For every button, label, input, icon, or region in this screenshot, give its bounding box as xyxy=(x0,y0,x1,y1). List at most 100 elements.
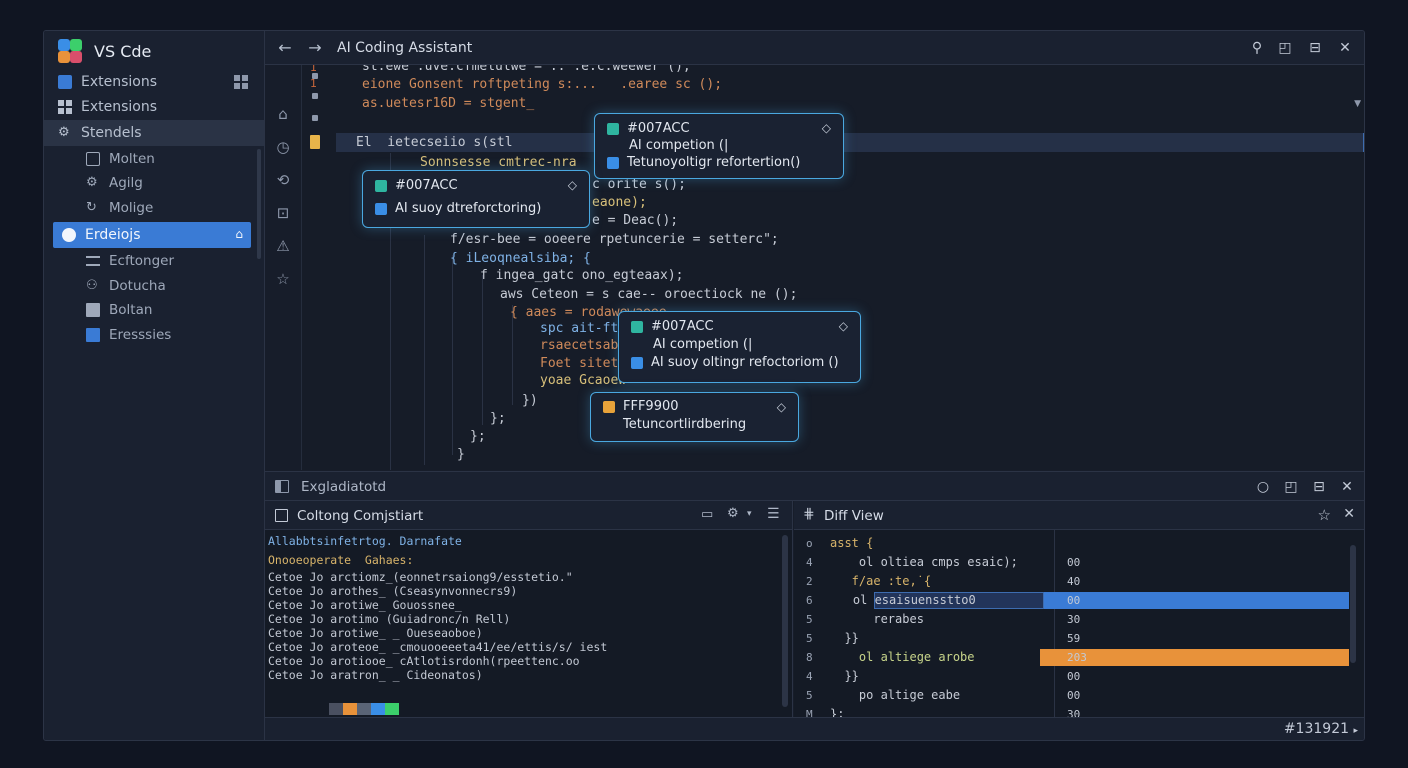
code-line: e = Deac(); xyxy=(592,213,679,228)
breakpoint-icon[interactable] xyxy=(310,135,320,149)
sidebar-item-molige[interactable]: ↻ Molige xyxy=(86,200,154,216)
swatch xyxy=(371,703,385,715)
console-line: Cetoe Jo aroteoe_ _cmouooeeeta41/ee/etti… xyxy=(268,640,608,654)
panel-icon xyxy=(275,480,289,493)
diff-value: 59 xyxy=(1067,632,1081,645)
suggestion-icon xyxy=(631,320,643,333)
code-line: } xyxy=(457,447,465,462)
sidebar-item-erdeiojs[interactable]: Erdeiojs ⌂ xyxy=(53,222,251,248)
minimize-icon[interactable]: ⊟ xyxy=(1309,40,1321,56)
diff-scrollbar[interactable] xyxy=(1350,545,1356,663)
code-line: c orite s(); xyxy=(592,177,686,192)
layout-icon[interactable]: ◰ xyxy=(1284,479,1298,495)
console-line: Cetoe Jo arctiomz_(eonnetrsaiong9/esstet… xyxy=(268,570,573,584)
terminal-icon[interactable]: ⊡ xyxy=(276,204,290,222)
forward-arrow-icon[interactable]: → xyxy=(308,38,322,57)
code-line: as.uetesr16D = stgent_ xyxy=(362,96,535,111)
sidebar-item-molten[interactable]: Molten xyxy=(44,146,264,172)
source-control-icon[interactable]: ⟲ xyxy=(276,171,290,189)
sidebar-item-extensions-2[interactable]: Extensions xyxy=(44,94,264,120)
code-line: Sonnsesse cmtrec-nra xyxy=(420,155,577,170)
diff-value: 00 xyxy=(1067,670,1081,683)
star-icon[interactable]: ☆ xyxy=(1317,506,1331,524)
brand: VS Cde xyxy=(58,39,151,63)
star-icon[interactable]: ☆ xyxy=(276,270,290,288)
diff-value: 30 xyxy=(1067,613,1081,626)
diamond-icon[interactable]: ◇ xyxy=(838,319,848,333)
menu-icon[interactable]: ☰ xyxy=(767,506,780,522)
extensions-icon xyxy=(58,75,72,89)
sidebar-item-ecftonger[interactable]: Ecftonger xyxy=(44,248,264,274)
search-icon[interactable]: ⚲ xyxy=(1251,40,1263,56)
square-icon xyxy=(375,202,387,215)
code-line: Foet sitet xyxy=(540,356,619,371)
ai-suggestion-popup[interactable]: #007ACC ◇ AI competion (| AI suoy olting… xyxy=(618,311,861,383)
diff-code-line: f/ae :te,˙{ xyxy=(830,574,932,588)
diff-code-line: po altige eabe xyxy=(830,688,961,702)
grid-view-icon[interactable] xyxy=(234,75,248,89)
diamond-icon[interactable]: ◇ xyxy=(821,121,831,135)
debug-icon[interactable]: ⚠ xyxy=(276,237,290,255)
diff-value: 00 xyxy=(1067,594,1081,607)
diff-code-line: ol oltiea cmps esaic); xyxy=(830,555,1018,569)
scroll-down-icon[interactable]: ▼ xyxy=(1354,99,1361,109)
sidebar-item-extensions[interactable]: Extensions xyxy=(44,69,264,95)
code-line: f/esr-bee = ooeere rpetuncerie = setterc… xyxy=(450,232,779,247)
minimize-icon[interactable]: ⊟ xyxy=(1313,479,1325,495)
code-line: aws Ceteon = s cae-- oroectiock ne (); xyxy=(500,287,798,302)
code-line: st.ewe .uve.cfmelulwe = .. .e.c.weewer (… xyxy=(362,65,691,74)
sidebar-item-dotucha[interactable]: ⚇ Dotucha xyxy=(86,278,166,294)
diamond-icon[interactable]: ◇ xyxy=(776,400,786,414)
close-icon[interactable]: ✕ xyxy=(1339,40,1351,56)
settings-icon: ⚙ xyxy=(58,125,70,140)
close-icon[interactable]: ✕ xyxy=(1341,479,1353,495)
person-icon: ⚇ xyxy=(86,278,98,293)
comment-icon[interactable]: ▭ xyxy=(701,507,714,522)
code-editor[interactable]: 1 1 st.ewe .uve.cfmelulwe = .. .e.c.weew… xyxy=(302,65,1364,470)
sidebar-item-eresssies[interactable]: Eresssies xyxy=(44,322,264,348)
close-icon[interactable]: ✕ xyxy=(1343,506,1355,522)
settings-icon[interactable]: ⚙ xyxy=(727,506,739,521)
code-line: }; xyxy=(490,411,506,426)
console-line: Allabbtsinfetrtog. Darnafate xyxy=(268,534,462,548)
ai-refactor-popup[interactable]: FFF9900 ◇ Tetuncortlirdbering xyxy=(590,392,799,442)
console-scrollbar[interactable] xyxy=(782,535,788,707)
console-line: Cetoe Jo arothes_ (Cseasynvonnecrs9) xyxy=(268,584,518,598)
code-line: { iLeoqnealsiba; { xyxy=(450,251,591,266)
color-swatches xyxy=(329,703,399,715)
sidebar-scrollbar[interactable] xyxy=(257,149,261,259)
vscode-window: VS Cde Extensions Extensions ⚙ Stendels … xyxy=(43,30,1365,741)
console-title: Coltong Comjstiart xyxy=(297,508,424,524)
sidebar-item-stendels[interactable]: ⚙ Stendels xyxy=(44,120,264,146)
sidebar-item-agilg[interactable]: ⚙ Agilg xyxy=(86,175,143,191)
console-line: Cetoe Jo arotiwe_ Gouossnee_ xyxy=(268,598,462,612)
console-line: Cetoe Jo aratron_ _ Cideonatos) xyxy=(268,668,483,682)
diamond-icon[interactable]: ◇ xyxy=(567,178,577,192)
code-line: rsaecetsab xyxy=(540,338,619,353)
chevron-down-icon[interactable]: ▾ xyxy=(747,509,752,519)
home-icon[interactable]: ⌂ xyxy=(278,105,288,123)
square-icon xyxy=(86,328,100,342)
layout-icon[interactable]: ◰ xyxy=(1278,40,1292,56)
ai-suggestion-popup[interactable]: #007ACC ◇ AI competion (| Tetunoyoltigr … xyxy=(594,113,844,179)
code-line: }) xyxy=(522,393,538,408)
diff-code-line: rerabes xyxy=(830,612,924,626)
square-icon xyxy=(607,156,619,169)
circle-icon[interactable]: ○ xyxy=(1256,479,1270,495)
swatch xyxy=(329,703,343,715)
gear-icon: ⚙ xyxy=(86,175,98,190)
square-icon xyxy=(631,356,643,369)
diff-code-line: }} xyxy=(830,631,859,645)
ai-suggestion-popup[interactable]: #007ACC ◇ AI suoy dtreforctoring) xyxy=(362,170,590,228)
diff-line-number: M xyxy=(806,708,813,721)
status-color-text[interactable]: #131921 ▸ xyxy=(1283,721,1358,737)
diff-title: Diff View xyxy=(824,508,884,524)
diff-code-line: ol altiege arobe xyxy=(830,650,975,664)
back-arrow-icon[interactable]: ← xyxy=(278,38,292,57)
diff-line-number: 2 xyxy=(806,575,813,588)
clock-icon[interactable]: ◷ xyxy=(276,138,290,156)
sidebar-item-boltan[interactable]: Boltan xyxy=(44,297,264,323)
code-line: }; xyxy=(470,429,486,444)
home-icon[interactable]: ⌂ xyxy=(235,227,243,241)
vscode-logo-icon xyxy=(58,39,82,63)
